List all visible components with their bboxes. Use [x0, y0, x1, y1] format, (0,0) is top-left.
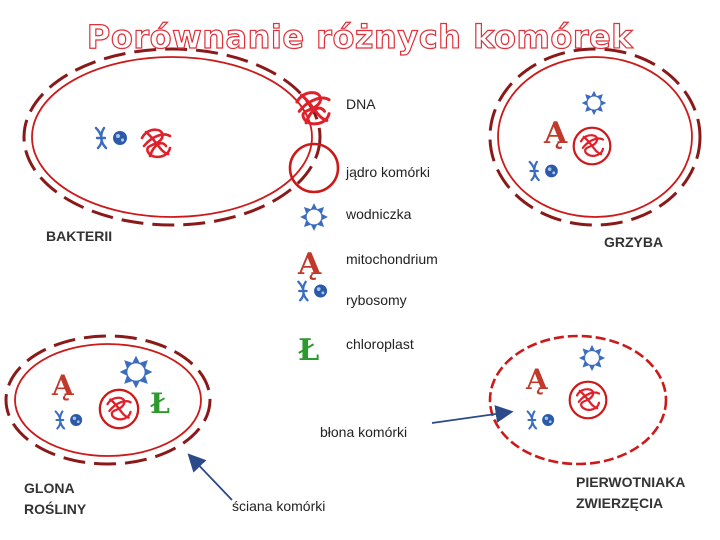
- label-animal-line1: PIERWOTNIAKA: [576, 474, 686, 490]
- legend-label-ribosomes: rybosomy: [346, 292, 407, 308]
- animal-cell: Ą: [488, 334, 668, 466]
- legend-label-nucleus: jądro komórki: [346, 164, 431, 180]
- cell-membrane: [497, 56, 693, 218]
- vacuole-icon: [119, 355, 153, 389]
- label-plant-line1: GLONA: [24, 480, 75, 496]
- ribosome-icon: [528, 160, 559, 182]
- page-title: Porównanie różnych komórek: [86, 17, 634, 56]
- dna-legend-icon: [295, 91, 331, 126]
- vacuole-icon: [581, 90, 607, 116]
- mitochondrion-legend-icon: Ą: [297, 247, 322, 282]
- membrane-arrow: [431, 405, 514, 424]
- label-animal-line2: ZWIERZĘCIA: [576, 495, 664, 511]
- cell-membrane: [31, 56, 313, 218]
- cell-wall: [4, 334, 212, 466]
- nucleus-legend-icon: [288, 142, 340, 194]
- ribosome-icon: [94, 126, 129, 150]
- bacteria-cell: [22, 47, 322, 227]
- mitochondrion-icon: Ą: [525, 363, 549, 396]
- label-plant-line2: ROŚLINY: [24, 501, 87, 517]
- mitochondrion-icon: Ą: [543, 116, 568, 151]
- nucleus-icon: [572, 126, 612, 166]
- label-fungi: GRZYBA: [604, 234, 664, 250]
- legend-label-vacuole: wodniczka: [346, 206, 412, 222]
- label-cell-membrane: błona komórki: [320, 424, 408, 440]
- label-cell-wall: ściana komórki: [232, 498, 326, 514]
- label-bacteria: BAKTERII: [46, 228, 113, 244]
- mitochondrion-icon: Ą: [51, 369, 75, 402]
- cell-membrane: [488, 334, 668, 466]
- cell-membrane: [14, 343, 202, 457]
- legend-label-chloroplast: chloroplast: [346, 336, 414, 352]
- dna-icon: [140, 128, 172, 159]
- plant-cell: Ą Ł: [4, 334, 212, 466]
- nucleus-icon: [98, 388, 140, 430]
- cell-wall: [488, 47, 702, 227]
- cell-wall: [22, 47, 322, 227]
- legend-label-mitochondrion: mitochondrium: [346, 251, 438, 267]
- legend: Ą Ł: [288, 91, 340, 368]
- vacuole-icon: [578, 344, 606, 372]
- nucleus-icon: [568, 380, 608, 420]
- ribosome-icon: [526, 410, 556, 430]
- chloroplast-icon: Ł: [150, 387, 170, 420]
- vacuole-legend-icon: [300, 203, 328, 231]
- chloroplast-legend-icon: Ł: [298, 333, 319, 368]
- fungi-cell: Ą: [488, 47, 702, 227]
- wall-arrow: [187, 453, 233, 501]
- ribosome-icon: [54, 410, 84, 430]
- ribosome-legend-icon: [297, 280, 329, 302]
- legend-label-dna: DNA: [346, 96, 376, 112]
